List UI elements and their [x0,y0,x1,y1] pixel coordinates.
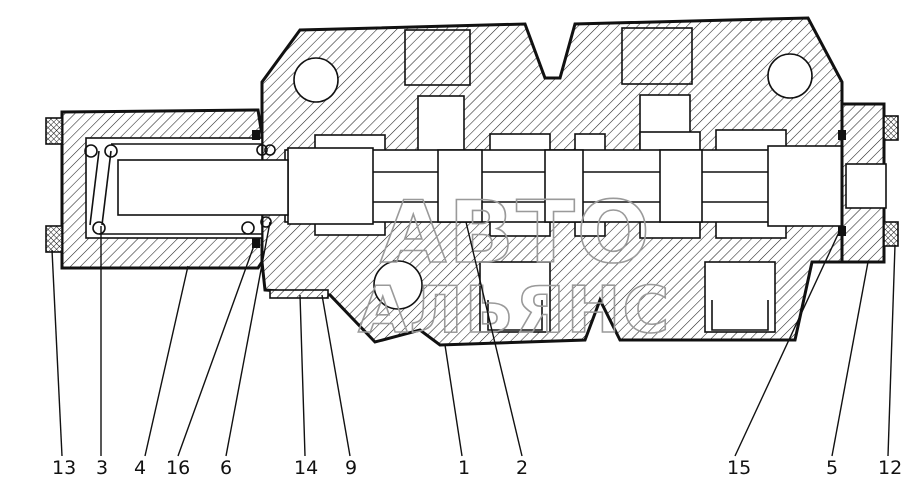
watermark-line1: АВТО [380,183,652,283]
callout-1: 1 [458,457,470,479]
end-cap [838,102,899,264]
valve-spool [284,145,851,227]
callout-labels: 13 3 4 16 6 14 9 1 2 15 5 12 [52,457,902,479]
callout-2: 2 [516,457,528,479]
watermark-line2: АЛЬЯНС [358,274,671,348]
callout-12: 12 [878,457,902,479]
callout-14: 14 [294,457,318,479]
callout-6: 6 [220,457,232,479]
leader-lines [51,221,896,457]
watermark: АВТО АЛЬЯНС [357,182,671,349]
callout-16: 16 [166,457,190,479]
callout-15: 15 [727,457,751,479]
callout-9: 9 [345,457,357,479]
callout-5: 5 [826,457,838,479]
spring-housing [45,108,289,270]
callout-13: 13 [52,457,76,479]
callout-4: 4 [134,457,146,479]
callout-3: 3 [96,457,108,479]
